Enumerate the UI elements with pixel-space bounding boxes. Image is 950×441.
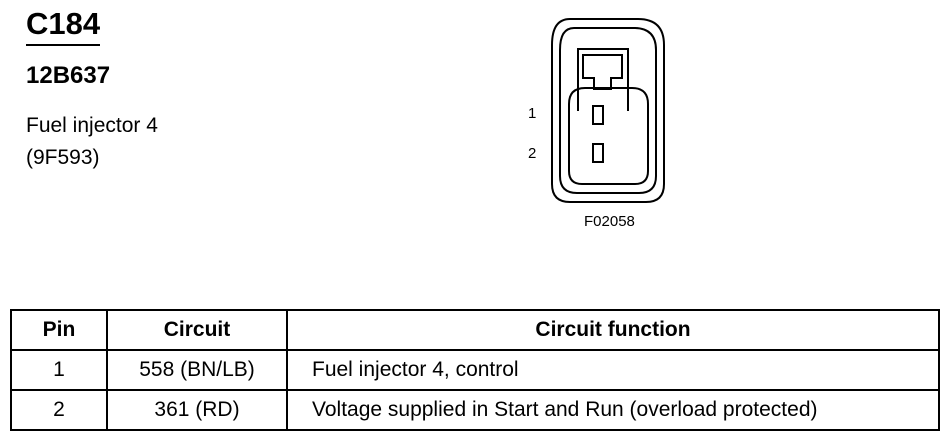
pin-label-2: 2 (528, 145, 537, 162)
pin-cell: 2 (10, 389, 108, 431)
terminal-1-cavity (592, 105, 604, 125)
connector-inner-shell (559, 27, 657, 194)
figure-code: F02058 (584, 213, 635, 230)
locking-tab-latch (582, 54, 623, 90)
connector-outer-shell (551, 18, 665, 203)
function-cell: Voltage supplied in Start and Run (overl… (286, 389, 940, 431)
connector-body (568, 87, 649, 185)
pin-label-1: 1 (528, 105, 537, 122)
table-row: 1 558 (BN/LB) Fuel injector 4, control (10, 349, 940, 391)
header-pin: Pin (10, 309, 108, 351)
terminal-2-cavity (592, 143, 604, 163)
locking-tab (577, 48, 629, 111)
circuit-cell: 558 (BN/LB) (106, 349, 288, 391)
pinout-table: Pin Circuit Circuit function 1 558 (BN/L… (10, 309, 940, 431)
function-cell: Fuel injector 4, control (286, 349, 940, 391)
component-description: Fuel injector 4 (26, 114, 158, 137)
connector-face-diagram (551, 18, 665, 203)
circuit-cell: 361 (RD) (106, 389, 288, 431)
table-row: 2 361 (RD) Voltage supplied in Start and… (10, 389, 940, 431)
table-header-row: Pin Circuit Circuit function (10, 309, 940, 351)
pin-cell: 1 (10, 349, 108, 391)
header-circuit: Circuit (106, 309, 288, 351)
component-code: (9F593) (26, 146, 100, 169)
header-circuit-function: Circuit function (286, 309, 940, 351)
part-number: 12B637 (26, 62, 111, 89)
connector-id: C184 (26, 6, 101, 46)
